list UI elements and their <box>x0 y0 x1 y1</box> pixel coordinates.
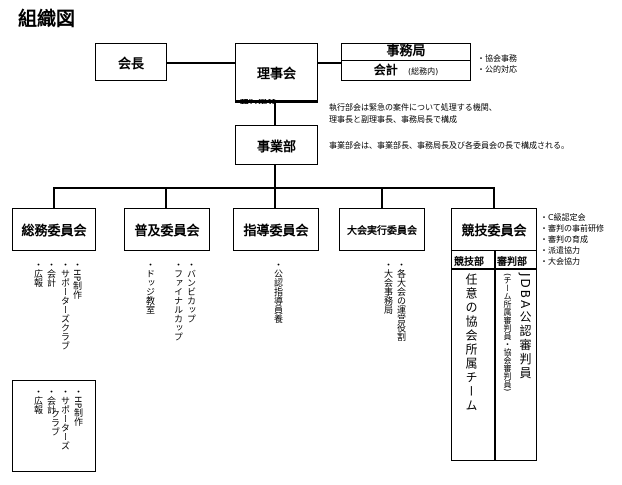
soumu-lower-club: クラブ <box>49 409 59 436</box>
overlap-text: 執行部会 <box>240 99 277 104</box>
secretariat-label: 事務局 <box>342 44 470 61</box>
soumu-list-kaikei: ・会計 <box>45 260 55 287</box>
chairman-box: 会長 <box>95 43 167 81</box>
kyogibu-label: 競技部 <box>454 257 484 268</box>
kyogi-sub-header-line <box>452 268 536 270</box>
committee-fukyu: 普及委員会 <box>124 208 210 251</box>
taikai-list-jimukyoku: ・大会事務局 <box>382 260 392 314</box>
exec-label: 事業部 <box>256 139 296 155</box>
shinpanbu-subtext: (チーム所属審判員・協会審判員) <box>503 273 512 392</box>
committee-shido-label: 指導委員会 <box>243 224 309 239</box>
page-title: 組織図 <box>18 8 76 30</box>
kyogi-task-1: ・C級認定会 <box>540 213 586 222</box>
board-description-1: 執行部会は緊急の案件について処理する機関、 <box>329 103 497 112</box>
exec-description: 事業部会は、事業部長、事務局長及び各委員会の長で構成される。 <box>329 141 569 150</box>
soumu-lower-box: ・広報 ・会計 ・HP制作 ・サポーターズ クラブ <box>12 380 96 472</box>
fukyu-list-bambi: ・バンビカップ <box>185 260 195 323</box>
connector-taikai <box>381 187 383 209</box>
kyogi-sub-divider <box>494 251 496 460</box>
connector-fukyu <box>165 187 167 209</box>
kyogibu-text: 任意の協会所属チーム <box>464 273 478 413</box>
shinpanbu-text: JDBA公認審判員 <box>518 273 532 381</box>
fukyu-list-final: ・ファイナルカップ <box>172 260 182 341</box>
soumu-list-koho: ・広報 <box>32 260 42 287</box>
connector-exec-down <box>274 164 276 188</box>
committee-soumu-label: 総務委員会 <box>21 224 87 239</box>
accounting-sub: (総務内) <box>407 67 439 76</box>
connector-horizontal <box>53 187 494 189</box>
kyogi-subdivision: 競技部 審判部 任意の協会所属チーム JDBA公認審判員 (チーム所属審判員・協… <box>451 251 537 461</box>
connector-board-secretariat <box>317 62 342 64</box>
exec-box: 事業部 <box>235 125 318 165</box>
board-description-2: 理事長と副理事長、事務局長で構成 <box>329 115 457 124</box>
chairman-label: 会長 <box>117 56 144 72</box>
committee-kyogi: 競技委員会 <box>451 208 537 251</box>
shido-list-shidoin: ・公認指導員養 <box>272 260 282 323</box>
connector-shido <box>274 187 276 209</box>
taikai-list-unei: ・各大会の運営役割 <box>395 260 405 341</box>
board-label: 理事会 <box>256 66 296 82</box>
committee-taikai-label: 大会実行委員会 <box>347 226 417 237</box>
committee-shido: 指導委員会 <box>233 208 319 251</box>
kyogi-task-3: ・審判の育成 <box>540 235 588 244</box>
secretariat-task-1: ・協会事務 <box>477 54 517 63</box>
soumu-lower-kaikei: ・会計 <box>45 387 55 414</box>
connector-soumu <box>53 187 55 209</box>
secretariat-box: 事務局 会計 (総務内) <box>341 43 471 81</box>
soumu-list-supporters: ・サポーターズクラブ <box>59 260 69 350</box>
committee-soumu: 総務委員会 <box>12 208 96 251</box>
committee-fukyu-label: 普及委員会 <box>134 224 200 239</box>
connector-chairman-board <box>166 62 236 64</box>
kyogi-task-2: ・審判の事前研修 <box>540 224 604 233</box>
accounting-row: 会計 (総務内) <box>374 61 438 81</box>
fukyu-list-dodge: ・ドッジ教室 <box>144 260 154 314</box>
committee-kyogi-label: 競技委員会 <box>461 224 527 239</box>
connector-kyogi <box>493 187 495 209</box>
kyogi-task-4: ・派遣協力 <box>540 246 580 255</box>
soumu-lower-koho: ・広報 <box>32 387 42 414</box>
accounting-label: 会計 <box>373 63 398 77</box>
board-box: 理事会 <box>235 43 318 103</box>
soumu-lower-supporters: ・サポーターズ <box>59 387 69 450</box>
soumu-list-hp: ・HP制作 <box>71 260 81 300</box>
shinpanbu-label: 審判部 <box>497 257 527 268</box>
connector-board-exec <box>274 102 276 126</box>
soumu-lower-hp: ・HP制作 <box>72 387 82 427</box>
secretariat-task-2: ・公的対応 <box>477 65 517 74</box>
kyogi-task-5: ・大会協力 <box>540 257 580 266</box>
committee-taikai: 大会実行委員会 <box>339 208 425 251</box>
